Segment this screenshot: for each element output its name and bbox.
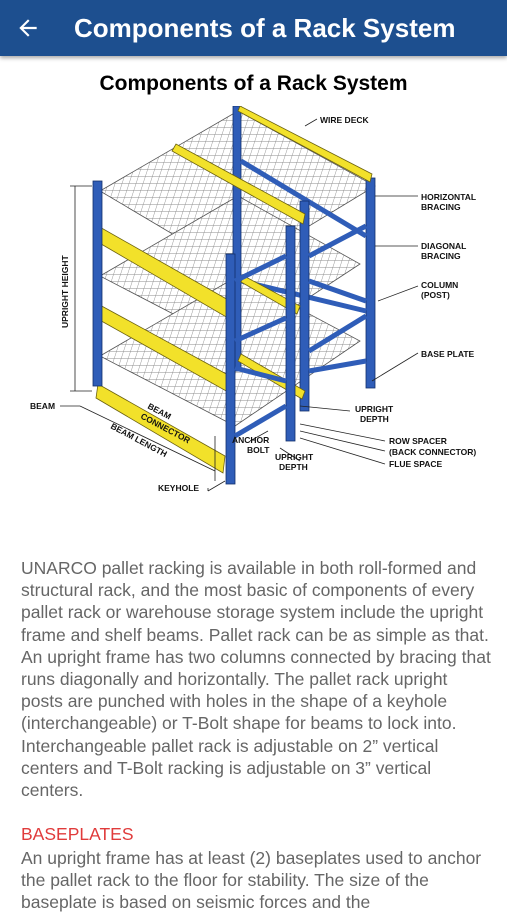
leader-lines	[60, 118, 419, 492]
figure-title: Components of a Rack System	[99, 72, 408, 95]
label-upright-depth-right-2: DEPTH	[360, 414, 389, 424]
rack-diagram-figure: Components of a Rack System	[0, 56, 507, 506]
label-upright-depth-bottom: UPRIGHT	[275, 452, 314, 462]
back-button[interactable]	[0, 0, 56, 56]
label-diagonal-bracing-2: BRACING	[421, 251, 461, 261]
label-anchor-bolt-2: BOLT	[247, 445, 270, 455]
label-upright-depth-bottom-2: DEPTH	[279, 462, 308, 472]
page-title: Components of a Rack System	[74, 12, 456, 43]
label-row-spacer-2: (BACK CONNECTOR)	[389, 447, 476, 457]
rack-system-diagram: WIRE DECK HORIZONTAL BRACING DIAGONAL BR…	[30, 106, 476, 493]
beams	[95, 106, 373, 474]
section-heading-baseplates: BASEPLATES	[21, 824, 134, 844]
baseplates-paragraph: An upright frame has at least (2) basepl…	[21, 848, 482, 913]
label-upright-depth-right: UPRIGHT	[355, 404, 394, 414]
label-beam: BEAM	[30, 401, 55, 411]
label-anchor-bolt: ANCHOR	[232, 435, 269, 445]
front-right-upright-frame	[299, 200, 368, 412]
label-upright-height: UPRIGHT HEIGHT	[60, 254, 70, 328]
label-keyhole: KEYHOLE	[158, 483, 199, 493]
intro-paragraph: UNARCO pallet racking is available in bo…	[21, 558, 491, 801]
label-horizontal-bracing-2: BRACING	[421, 202, 461, 212]
label-row-spacer: ROW SPACER	[389, 436, 447, 446]
label-diagonal-bracing: DIAGONAL	[421, 241, 466, 251]
label-column-2: (POST)	[421, 290, 450, 300]
label-column: COLUMN	[421, 280, 458, 290]
label-base-plate: BASE PLATE	[421, 349, 475, 359]
arrow-left-icon	[19, 19, 37, 37]
app-bar: Components of a Rack System	[0, 0, 507, 56]
front-left-upright-frame	[92, 180, 296, 485]
label-horizontal-bracing: HORIZONTAL	[421, 192, 476, 202]
label-flue-space: FLUE SPACE	[389, 459, 443, 469]
label-wire-deck: WIRE DECK	[320, 115, 370, 125]
